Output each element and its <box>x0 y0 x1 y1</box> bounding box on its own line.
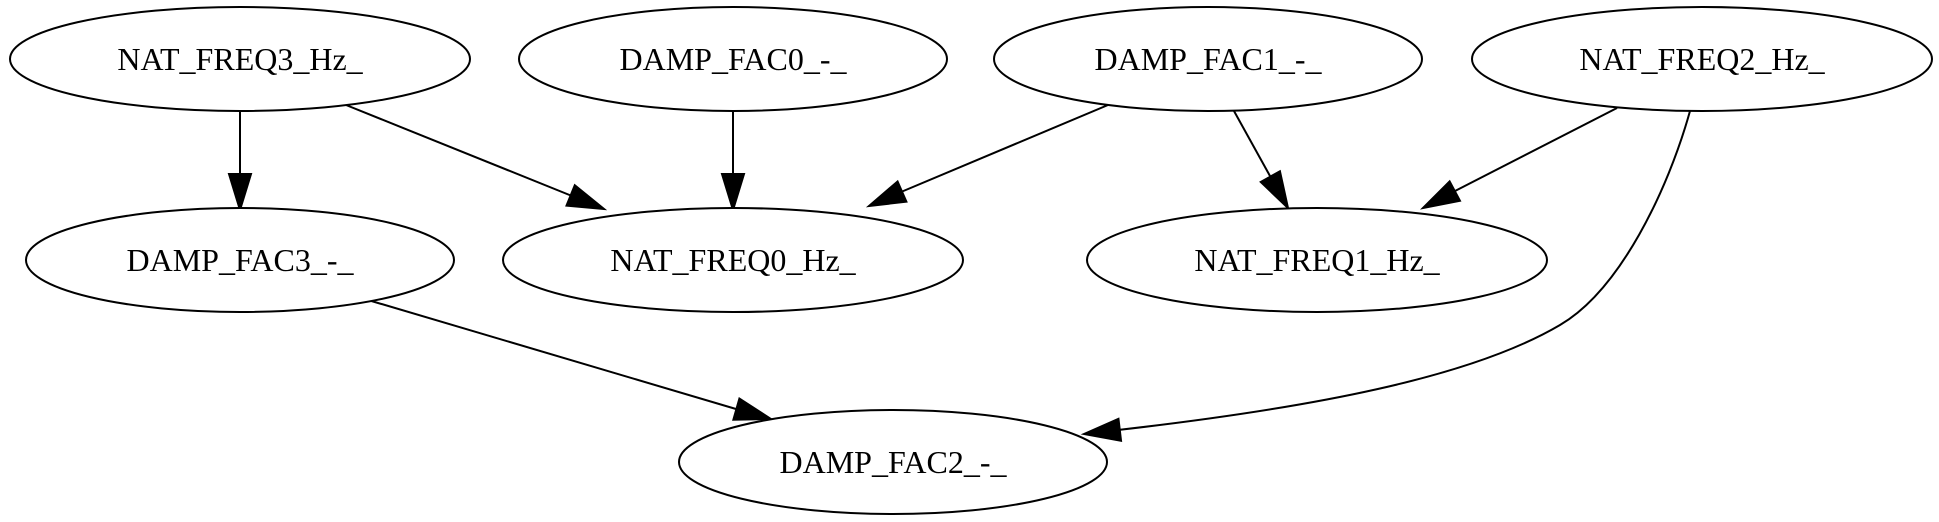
node-damp-fac3: DAMP_FAC3_-_ <box>25 207 455 313</box>
node-damp-fac1: DAMP_FAC1_-_ <box>993 6 1423 112</box>
node-label: DAMP_FAC1_-_ <box>1095 41 1323 77</box>
node-label: DAMP_FAC2_-_ <box>780 444 1008 480</box>
edge-line <box>345 104 573 197</box>
node-label: NAT_FREQ1_Hz_ <box>1194 242 1440 278</box>
node-nat-freq2-hz: NAT_FREQ2_Hz_ <box>1471 6 1933 112</box>
edge-nat-freq2-hz-to-nat-freq1-hz <box>1419 107 1618 210</box>
edge-damp-fac1-to-nat-freq1-hz <box>1233 110 1290 211</box>
edge-line <box>367 299 737 410</box>
node-label: NAT_FREQ2_Hz_ <box>1579 41 1825 77</box>
edge-nat-freq2-hz-to-damp-fac2 <box>1080 110 1691 442</box>
arrowhead-icon <box>865 179 908 208</box>
edge-line <box>1117 110 1691 431</box>
node-nat-freq1-hz: NAT_FREQ1_Hz_ <box>1086 207 1548 313</box>
node-damp-fac2: DAMP_FAC2_-_ <box>678 409 1108 515</box>
arrowhead-icon <box>227 173 253 214</box>
arrowhead-icon <box>1419 179 1462 210</box>
node-label: NAT_FREQ0_Hz_ <box>610 242 856 278</box>
edge-damp-fac1-to-nat-freq0-hz <box>865 104 1109 208</box>
edge-nat-freq3-hz-to-nat-freq0-hz <box>345 104 608 211</box>
edge-damp-fac3-to-damp-fac2 <box>367 299 775 421</box>
node-ellipse <box>518 6 948 112</box>
arrowhead-icon <box>1080 417 1123 442</box>
node-ellipse <box>1471 6 1933 112</box>
edge-damp-fac0-to-nat-freq0-hz <box>720 111 746 214</box>
edge-line <box>1233 110 1271 177</box>
node-label: DAMP_FAC0_-_ <box>620 41 848 77</box>
node-ellipse <box>1086 207 1548 313</box>
edge-nat-freq3-hz-to-damp-fac3 <box>227 111 253 214</box>
edge-line <box>1454 107 1618 192</box>
node-ellipse <box>678 409 1108 515</box>
node-ellipse <box>9 6 471 112</box>
arrowhead-icon <box>1259 169 1290 211</box>
edge-line <box>900 104 1109 193</box>
node-ellipse <box>993 6 1423 112</box>
arrowhead-icon <box>565 183 608 211</box>
arrowhead-icon <box>732 396 775 421</box>
node-nat-freq0-hz: NAT_FREQ0_Hz_ <box>502 207 964 313</box>
node-damp-fac0: DAMP_FAC0_-_ <box>518 6 948 112</box>
edges-layer <box>227 104 1691 442</box>
node-nat-freq3-hz: NAT_FREQ3_Hz_ <box>9 6 471 112</box>
node-label: NAT_FREQ3_Hz_ <box>117 41 363 77</box>
arrowhead-icon <box>720 173 746 214</box>
node-ellipse <box>25 207 455 313</box>
node-ellipse <box>502 207 964 313</box>
node-label: DAMP_FAC3_-_ <box>127 242 355 278</box>
nodes-layer: NAT_FREQ3_Hz_ DAMP_FAC0_-_ DAMP_FAC1_-_ NAT… <box>9 6 1933 515</box>
